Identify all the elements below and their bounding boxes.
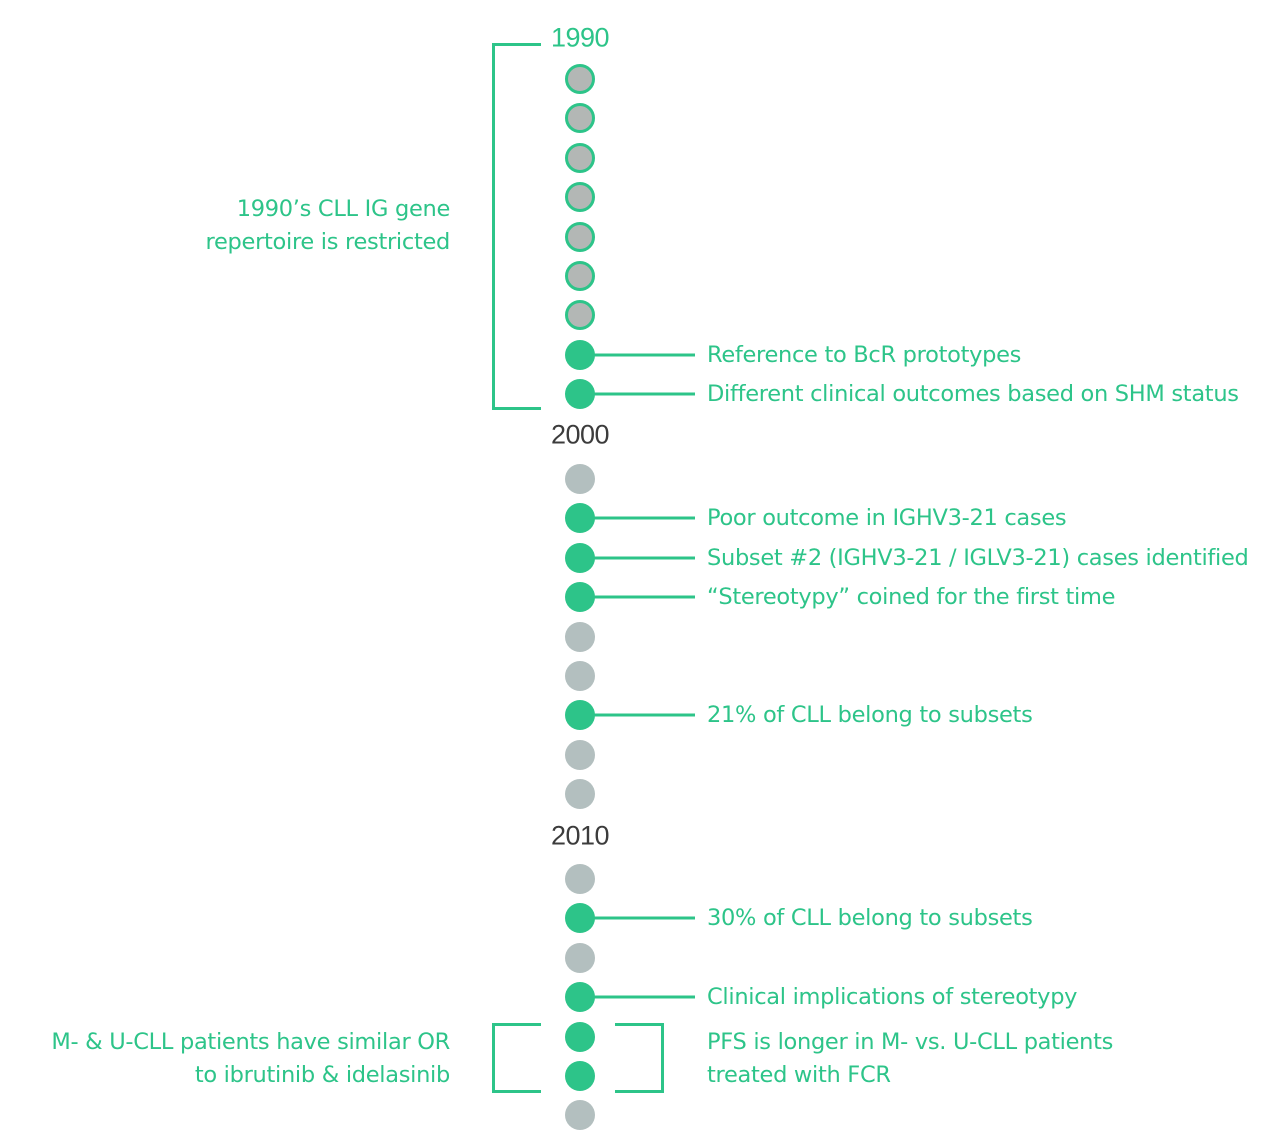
year-label-2000: 2000 <box>550 419 610 450</box>
right-bracket-bottom <box>615 1090 664 1093</box>
event-label: Poor outcome in IGHV3-21 cases <box>707 505 1067 532</box>
event-connector-line <box>580 595 695 599</box>
event-connector-line <box>580 916 695 920</box>
empty-year-dot <box>565 221 595 252</box>
empty-year-dot <box>565 942 595 973</box>
right-bracket-note: PFS is longer in M- vs. U-CLL patients t… <box>707 1026 1113 1092</box>
year-label-2010: 2010 <box>550 820 610 851</box>
right-bracket-note-line: treated with FCR <box>707 1062 891 1088</box>
empty-year-dot <box>565 103 595 134</box>
right-bracket-top <box>615 1023 664 1026</box>
empty-year-dot <box>565 64 595 94</box>
right-bracket-vertical <box>661 1023 664 1093</box>
left-bracket-note-line: to ibrutinib & idelasinib <box>194 1062 450 1088</box>
event-dot <box>565 1021 595 1052</box>
empty-year-dot <box>565 300 595 331</box>
empty-year-dot <box>565 739 595 770</box>
empty-year-dot <box>565 142 595 173</box>
event-connector-line <box>580 995 695 999</box>
empty-year-dot <box>565 661 595 691</box>
event-label: 30% of CLL belong to subsets <box>707 905 1033 932</box>
decade-bracket-bottom <box>492 407 541 410</box>
empty-year-dot <box>565 464 595 494</box>
event-label: Reference to BcR prototypes <box>707 341 1022 368</box>
decade-note-line: repertoire is restricted <box>205 229 451 255</box>
left-bracket-note: M- & U-CLL patients have similar OR to i… <box>51 1026 450 1092</box>
event-connector-line <box>580 556 695 560</box>
empty-year-dot <box>565 779 595 810</box>
event-label: Subset #2 (IGHV3-21 / IGLV3-21) cases id… <box>707 544 1249 571</box>
empty-year-dot <box>565 182 595 213</box>
left-bracket-top <box>492 1023 541 1026</box>
event-label: “Stereotypy” coined for the first time <box>707 584 1116 611</box>
decade-note: 1990’s CLL IG gene repertoire is restric… <box>205 193 451 259</box>
empty-year-dot <box>565 1100 595 1131</box>
event-connector-line <box>580 516 695 520</box>
decade-note-line: 1990’s CLL IG gene <box>236 196 451 222</box>
empty-year-dot <box>565 261 595 291</box>
decade-bracket-top <box>492 43 541 46</box>
decade-bracket-vertical <box>492 43 495 410</box>
empty-year-dot <box>565 864 595 894</box>
event-connector-line <box>580 713 695 717</box>
event-label: Clinical implications of stereotypy <box>707 984 1078 1011</box>
right-bracket-note-line: PFS is longer in M- vs. U-CLL patients <box>707 1029 1114 1055</box>
event-label: 21% of CLL belong to subsets <box>707 702 1033 729</box>
left-bracket-vertical <box>492 1023 495 1093</box>
event-label: Different clinical outcomes based on SHM… <box>707 381 1239 408</box>
event-connector-line <box>580 353 695 357</box>
left-bracket-bottom <box>492 1090 541 1093</box>
year-label-1990: 1990 <box>550 22 610 53</box>
event-connector-line <box>580 392 695 396</box>
empty-year-dot <box>565 621 595 652</box>
event-dot <box>565 1061 595 1091</box>
left-bracket-note-line: M- & U-CLL patients have similar OR <box>51 1029 450 1055</box>
